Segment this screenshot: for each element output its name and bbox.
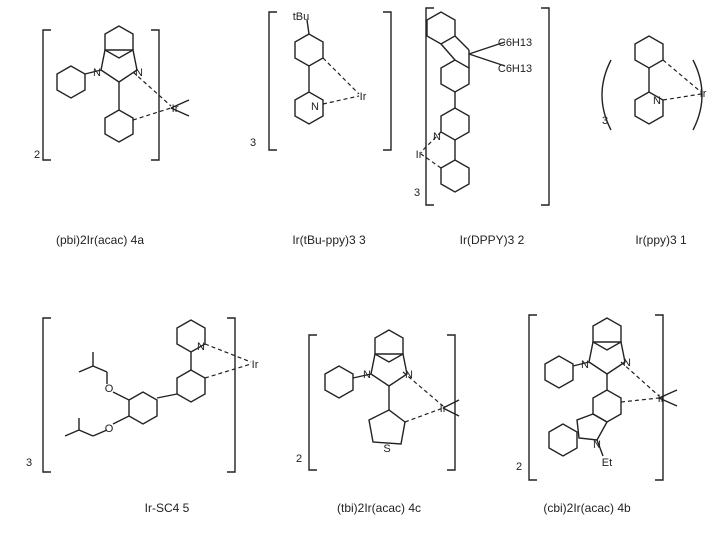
- caption-4a: (pbi)2Ir(acac) 4a: [56, 233, 144, 247]
- bracket-left: [692, 59, 703, 131]
- atom-ir: Ir: [360, 91, 367, 103]
- atom-ir: Ir: [658, 393, 665, 405]
- ring-top: [426, 11, 456, 45]
- atom-ir: Ir: [172, 103, 179, 115]
- atom-n: N: [135, 67, 143, 79]
- ring-dialkoxy: [128, 391, 158, 425]
- ring-benzo: [374, 329, 404, 363]
- compound-2: C6H13 C6H13 N Ir 3 Ir(DPPY)3 2: [414, 7, 550, 247]
- atom-ir: Ir: [416, 149, 423, 161]
- atom-n: N: [433, 131, 441, 143]
- compound-4b: N N N Et Ir 2 (cbi)2Ir(acac) 4b: [516, 314, 678, 515]
- compound-4a: N N Ir 2 (pbi)2Ir(acac) 4a: [34, 25, 190, 247]
- ring-phenyl: [294, 33, 324, 67]
- ring-imidazole: [100, 49, 138, 83]
- atom-n: N: [311, 101, 319, 113]
- atom-n: N: [197, 341, 205, 353]
- subscript: 2: [516, 461, 522, 473]
- bracket-left: [151, 29, 160, 161]
- bracket-right: [42, 317, 51, 473]
- substituent-ethyl: Et: [602, 457, 612, 469]
- atom-n: N: [405, 369, 413, 381]
- subscript: 2: [34, 149, 40, 161]
- atom-n: N: [363, 369, 371, 381]
- caption-4c: (tbi)2Ir(acac) 4c: [337, 501, 421, 515]
- ring-phenyl: [634, 35, 664, 69]
- ring-phenyl: [104, 109, 134, 143]
- ring-carbazole-b: [548, 423, 578, 457]
- ring-carbazole-pyrrole: [576, 413, 608, 441]
- caption-2: Ir(DPPY)3 2: [460, 233, 525, 247]
- atom-n: N: [581, 359, 589, 371]
- compound-3: tBu N Ir 3 Ir(tBu-ppy)3 3: [250, 11, 392, 247]
- bond-ir-c: [662, 59, 702, 93]
- bracket-right: [601, 59, 612, 131]
- bracket-left: [541, 7, 550, 206]
- ring-imidazole: [370, 353, 408, 387]
- ring-pyridine: [440, 107, 470, 141]
- atom-n: N: [593, 439, 601, 451]
- subscript: 3: [414, 187, 420, 199]
- atom-n: N: [623, 357, 631, 369]
- compound-1: N Ir 3 Ir(ppy)3 1: [601, 35, 707, 247]
- subscript: 2: [296, 453, 302, 465]
- substituent-tbu: tBu: [293, 11, 310, 23]
- bracket-right: [528, 314, 537, 481]
- bracket-left: [655, 314, 664, 481]
- caption-3: Ir(tBu-ppy)3 3: [292, 233, 366, 247]
- subscript: 3: [602, 115, 608, 127]
- atom-ir: Ir: [440, 403, 447, 415]
- subscript: 3: [26, 457, 32, 469]
- bracket-right: [308, 334, 317, 471]
- bracket-right: [42, 29, 51, 161]
- caption-4b: (cbi)2Ir(acac) 4b: [543, 501, 631, 515]
- bracket-right: [425, 7, 434, 206]
- ring-imidazole: [588, 341, 626, 375]
- atom-o: O: [105, 423, 114, 435]
- ring-n-phenyl: [324, 365, 354, 399]
- substituent-hexyl: C6H13: [498, 37, 532, 49]
- bond-ir-n: [662, 93, 702, 101]
- ring-phenyl: [440, 159, 470, 193]
- bracket-left: [227, 317, 236, 473]
- ring-benzo: [592, 317, 622, 351]
- substituent-hexyl: C6H13: [498, 63, 532, 75]
- caption-1: Ir(ppy)3 1: [635, 233, 687, 247]
- atom-n: N: [653, 95, 661, 107]
- ring-n-phenyl: [56, 65, 86, 99]
- ring-benzo: [104, 25, 134, 59]
- ring-thiophene: [368, 409, 406, 445]
- ring-fluorene: [440, 59, 470, 93]
- caption-5: Ir-SC4 5: [145, 501, 190, 515]
- ring-pyridine: [294, 91, 324, 125]
- ring-phenyl: [176, 369, 206, 403]
- ring-n-phenyl: [544, 355, 574, 389]
- compound-5: N O O Ir 3 Ir-SC4 5: [26, 317, 259, 515]
- subscript: 3: [250, 137, 256, 149]
- atom-o: O: [105, 383, 114, 395]
- atom-n: N: [93, 67, 101, 79]
- atom-ir: Ir: [252, 359, 259, 371]
- bracket-right: [268, 11, 277, 151]
- atom-s: S: [383, 443, 390, 455]
- bracket-left: [383, 11, 392, 151]
- atom-ir: Ir: [700, 88, 707, 100]
- compound-4c: N N S Ir 2 (tbi)2Ir(acac) 4c: [296, 329, 460, 515]
